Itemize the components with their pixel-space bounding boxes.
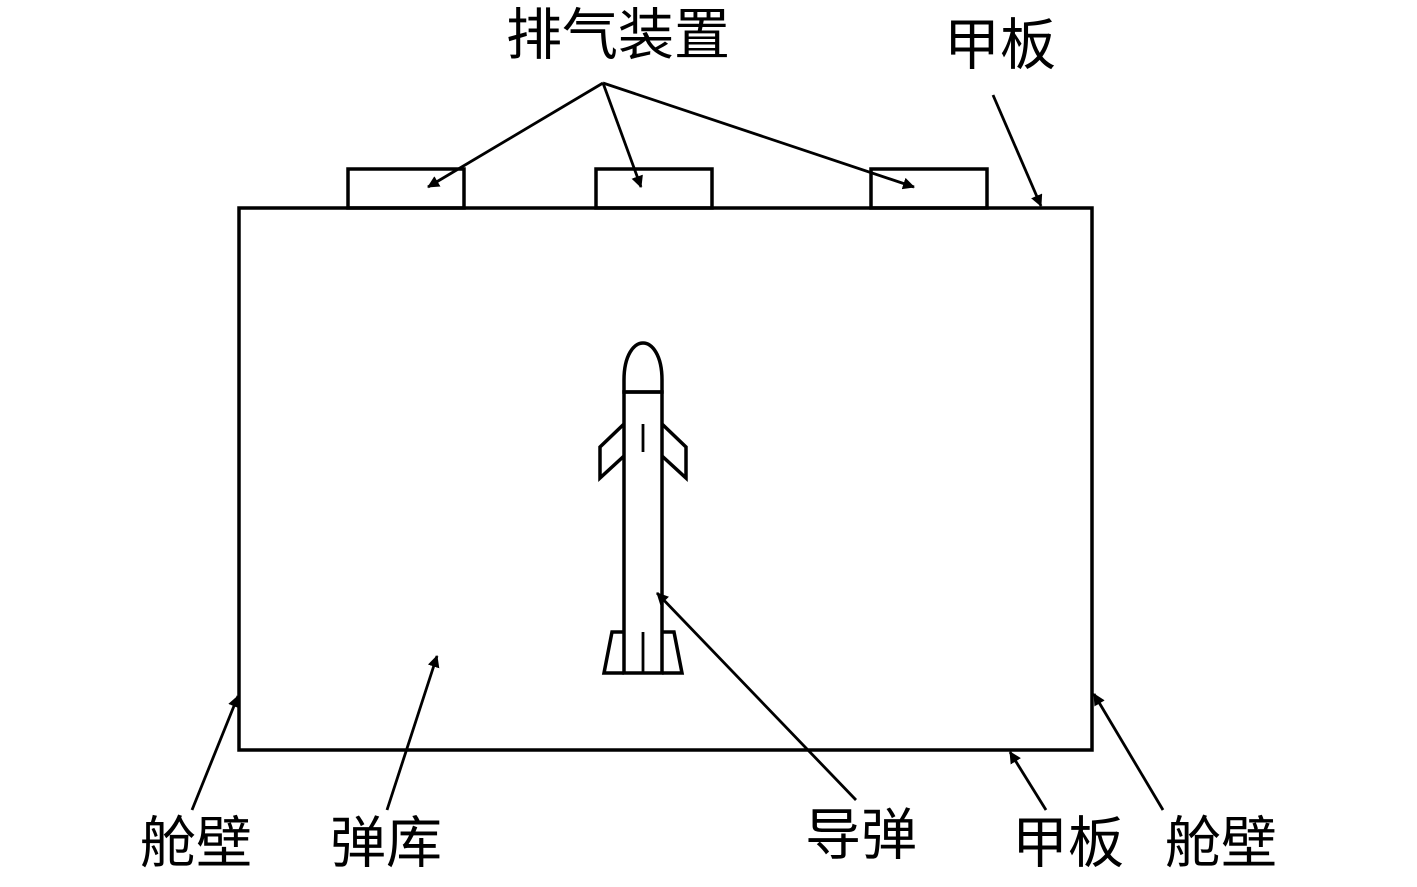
exhaust-device-2: [594, 167, 714, 210]
exhaust-device-1: [346, 167, 466, 210]
label-missile: 导弹: [805, 804, 917, 869]
label-exhaust-device: 排气装置: [506, 4, 730, 69]
exhaust-device-3: [869, 167, 989, 210]
label-bulkhead-right: 舱壁: [1165, 812, 1277, 877]
magazine-arrow: [385, 655, 440, 811]
deck-top-arrow: [991, 94, 1043, 207]
missile-arrow: [655, 592, 858, 801]
missile-icon: [598, 341, 688, 675]
label-deck-top: 甲板: [944, 14, 1056, 79]
bulkhead-left-arrow: [190, 695, 240, 811]
label-bulkhead-left: 舱壁: [140, 812, 252, 877]
label-magazine: 弹库: [330, 812, 442, 877]
bulkhead-right-arrow: [1092, 693, 1165, 811]
magazine-compartment: [237, 206, 1094, 752]
deck-bottom-arrow: [1008, 751, 1048, 811]
exhaust-arrows: [427, 81, 915, 190]
label-deck-bottom: 甲板: [1012, 812, 1124, 877]
